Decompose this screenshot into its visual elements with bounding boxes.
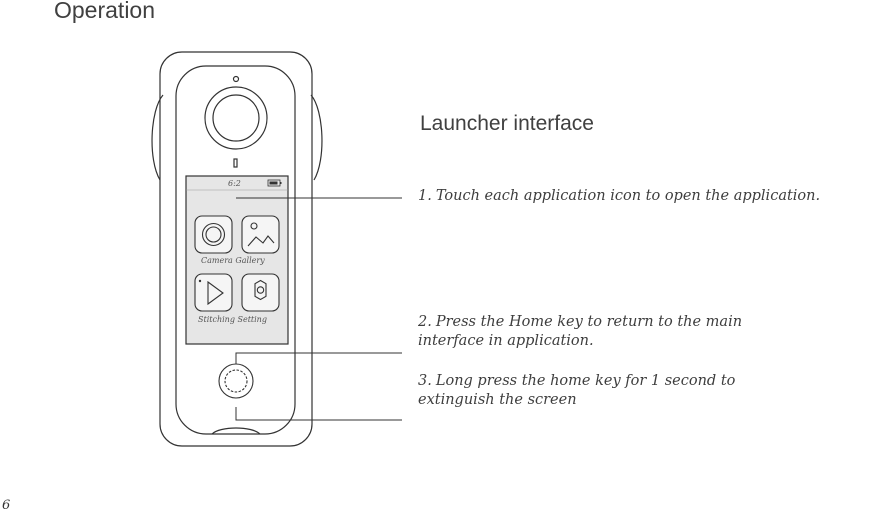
gallery-app-icon xyxy=(241,215,280,254)
camera-icon xyxy=(201,222,226,247)
device-right-bump xyxy=(310,94,323,181)
settings-icon xyxy=(254,279,267,301)
stitching-app-icon xyxy=(194,273,233,312)
note-3-text-line2: extinguish the screen xyxy=(418,392,577,408)
note-2: 2.Press the Home key to return to the ma… xyxy=(418,313,742,351)
camera-app-icon xyxy=(194,215,233,254)
note-2-number: 2. xyxy=(418,314,432,330)
section-title: Launcher interface xyxy=(420,112,594,135)
gallery-icon xyxy=(247,222,275,247)
indicator-dot xyxy=(232,75,240,83)
note-1: 1.Touch each application icon to open th… xyxy=(418,187,820,206)
play-icon xyxy=(207,280,224,306)
note-3-text: Long press the home key for 1 second to xyxy=(435,373,736,389)
page-title: Operation xyxy=(54,0,156,23)
callout-line-3 xyxy=(235,407,402,421)
note-1-number: 1. xyxy=(418,188,432,204)
app-row-2-label: Stitching Setting xyxy=(198,315,267,324)
app-row-1-label: Camera Gallery xyxy=(201,256,265,265)
note-2-text: Press the Home key to return to the main xyxy=(435,314,743,330)
device-screen xyxy=(185,175,289,345)
lens-outer xyxy=(204,86,268,150)
device-left-bump xyxy=(151,94,164,181)
device-bottom-lip xyxy=(211,427,261,435)
mic-slot xyxy=(233,158,238,168)
device-outer-body xyxy=(159,51,313,447)
lens-inner xyxy=(212,94,260,142)
battery-icon xyxy=(267,179,282,187)
home-key-icon[interactable] xyxy=(218,363,254,399)
note-3-number: 3. xyxy=(418,373,432,389)
note-3: 3.Long press the home key for 1 second t… xyxy=(418,372,735,410)
device-inner-body xyxy=(175,65,296,435)
page-number: 6 xyxy=(2,498,11,513)
screen-clock: 6:2 xyxy=(228,179,241,188)
callout-line-2 xyxy=(235,352,402,364)
note-1-text: Touch each application icon to open the … xyxy=(435,188,821,204)
setting-app-icon xyxy=(241,273,280,312)
note-2-text-line2: interface in application. xyxy=(418,333,594,349)
